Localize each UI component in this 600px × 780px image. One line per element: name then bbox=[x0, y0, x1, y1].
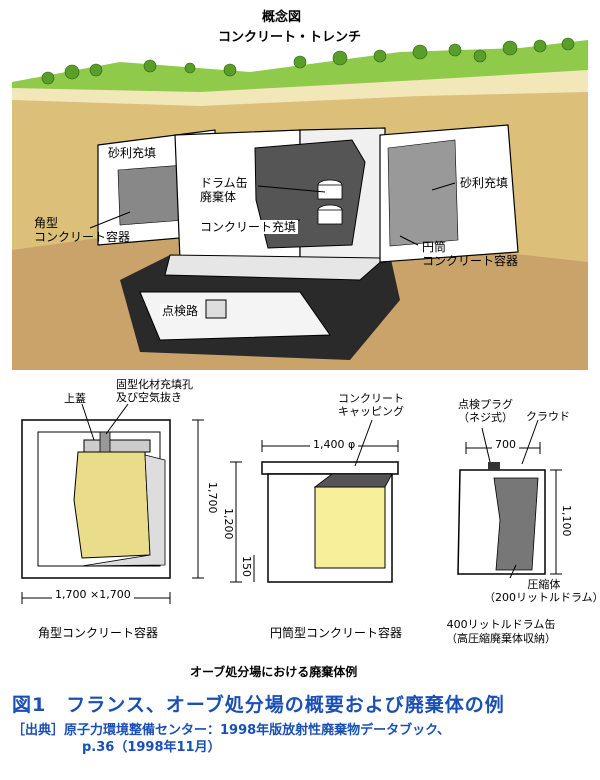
label-concrete-capping: コンクリート キャッピング bbox=[338, 392, 404, 418]
caption-cylinder-container: 円筒型コンクリート容器 bbox=[270, 626, 403, 640]
label-square-container: 角型 コンクリート容器 bbox=[34, 216, 131, 244]
label-gravel-fill-left: 砂利充填 bbox=[106, 146, 159, 160]
label-cylinder-container: 円筒 コンクリート容器 bbox=[422, 240, 519, 268]
caption-drum: 400リットルドラム缶 （高圧縮廃棄体収納） bbox=[446, 618, 556, 645]
trench-title: コンクリート・トレンチ bbox=[218, 30, 362, 45]
label-compressed: 圧縮体 （200リットルドラム） bbox=[484, 578, 600, 604]
label-cylinder-base: 150 bbox=[240, 556, 253, 577]
label-crowd: クラウド bbox=[526, 410, 570, 423]
right-gravel bbox=[387, 139, 459, 247]
square-container-drawing bbox=[21, 403, 204, 604]
concept-title: 概念図 bbox=[262, 10, 302, 25]
label-fill-hole: 固型化材充填孔 及び空気抜き bbox=[116, 378, 193, 404]
section-title: オーブ処分場における廃棄体例 bbox=[190, 665, 358, 679]
source-line-2: p.36（1998年11月） bbox=[82, 740, 221, 755]
label-lid: 上蓋 bbox=[64, 392, 86, 405]
concept-illustration bbox=[12, 37, 588, 370]
tree-row bbox=[41, 37, 575, 85]
label-cylinder-height: 1,200 bbox=[222, 508, 235, 540]
center-container-base bbox=[164, 254, 387, 281]
label-drum-width: 700 bbox=[492, 438, 519, 451]
figure-title: 図1 フランス、オーブ処分場の概要および廃棄体の例 bbox=[12, 694, 505, 716]
label-drum-height: 1,100 bbox=[560, 505, 573, 537]
source-line-1: ［出典］原子力環境整備センター：1998年版放射性廃棄物データブック、 bbox=[12, 723, 451, 738]
drum-drawing bbox=[457, 419, 562, 579]
label-inspection-path: 点検路 bbox=[160, 304, 201, 318]
label-cylinder-diameter: 1,400 φ bbox=[310, 438, 359, 451]
label-gravel-fill-right: 砂利充填 bbox=[458, 176, 511, 190]
label-drum-waste: ドラム缶 廃棄体 bbox=[198, 176, 250, 204]
label-square-width: 1,700 ×1,700 bbox=[52, 588, 134, 601]
label-concrete-fill: コンクリート充填 bbox=[198, 220, 299, 234]
drum-stack bbox=[317, 179, 343, 225]
inspection-box bbox=[205, 299, 227, 319]
label-square-height: 1,700 bbox=[206, 482, 219, 514]
label-inspection-plug: 点検プラグ （ネジ式） bbox=[458, 398, 513, 424]
cylinder-container-drawing bbox=[230, 419, 399, 583]
caption-square-container: 角型コンクリート容器 bbox=[38, 626, 159, 640]
